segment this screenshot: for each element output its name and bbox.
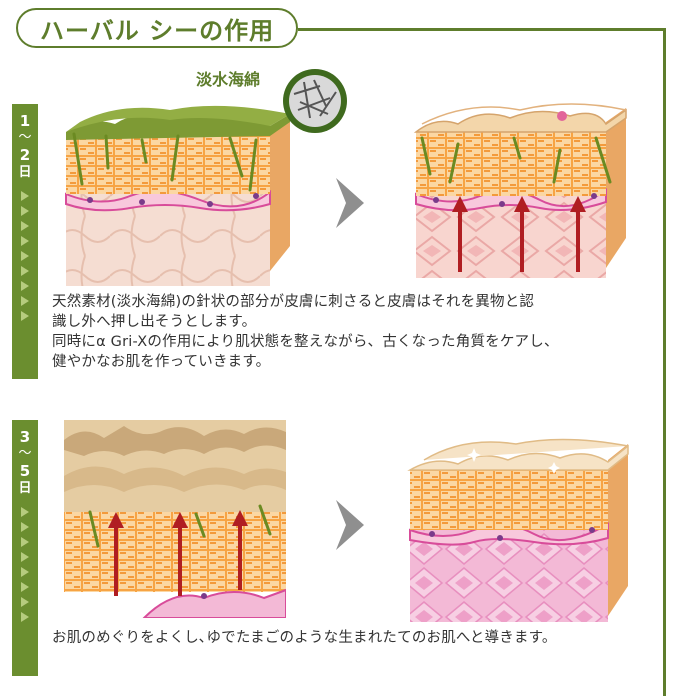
day-tab-3-5: 3 ～ 5 日 xyxy=(12,420,38,676)
down-arrows-icon xyxy=(21,191,29,321)
down-arrows-icon xyxy=(21,507,29,622)
chevron-right-icon xyxy=(336,500,364,550)
desc-line: 健やかなお肌を作っていきます。 xyxy=(52,354,271,370)
skin-with-sponge-illustration xyxy=(65,105,290,286)
section-title: ハーバル シーの作用 xyxy=(16,8,298,48)
day-separator: ～ xyxy=(18,130,32,145)
step2-description: お肌のめぐりをよくし､ゆでたまごのような生まれたてのお肌へと導きます。 xyxy=(52,628,557,648)
step1-description: 天然素材(淡水海綿)の針状の部分が皮膚に刺さると皮膚はそれを異物と認 識し外へ押… xyxy=(52,292,559,372)
day-unit: 日 xyxy=(18,481,32,496)
sponge-closeup-icon xyxy=(283,69,347,133)
desc-line: 同時にα Gri-Xの作用により肌状態を整えながら、古くなった角質をケアし、 xyxy=(52,334,559,350)
day-separator: ～ xyxy=(18,446,32,461)
desc-line: お肌のめぐりをよくし､ゆでたまごのような生まれたてのお肌へと導きます。 xyxy=(52,630,557,646)
day-end-number: 5 xyxy=(19,462,31,480)
desc-line: 天然素材(淡水海綿)の針状の部分が皮膚に刺さると皮膚はそれを異物と認 xyxy=(52,294,535,310)
day-unit: 日 xyxy=(18,165,32,180)
chevron-right-icon xyxy=(336,178,364,228)
day-end-number: 2 xyxy=(19,146,31,164)
day-tab-1-2: 1 ～ 2 日 xyxy=(12,104,38,379)
frame-line-right xyxy=(663,28,666,696)
frame-line-top xyxy=(298,28,666,31)
skin-pushing-out-illustration xyxy=(413,103,627,278)
section-title-text: ハーバル シーの作用 xyxy=(40,15,275,45)
desc-line: 識し外へ押し出そうとします。 xyxy=(52,314,257,330)
day-start-number: 1 xyxy=(19,112,31,130)
old-stratum-corneum-illustration xyxy=(64,420,286,618)
renewed-skin-illustration xyxy=(407,438,629,622)
sponge-label: 淡水海綿 xyxy=(196,70,261,89)
day-start-number: 3 xyxy=(19,428,31,446)
